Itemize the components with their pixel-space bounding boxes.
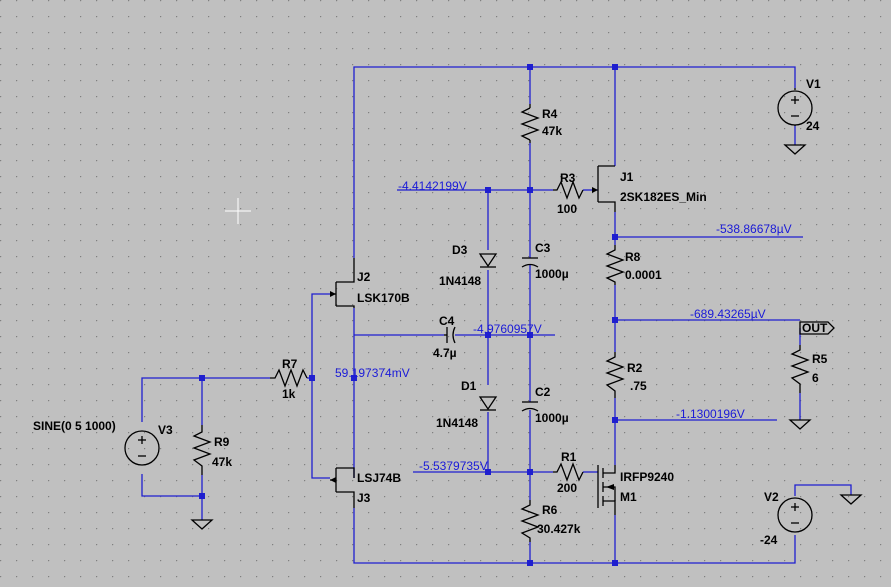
j3-symbol[interactable] bbox=[330, 467, 355, 508]
r5-ref: R5 bbox=[812, 352, 828, 366]
j1-symbol[interactable] bbox=[592, 165, 616, 212]
junctions bbox=[199, 64, 618, 566]
ground-icon bbox=[190, 519, 214, 530]
v2-symbol[interactable] bbox=[777, 497, 813, 533]
ground-icon bbox=[788, 419, 812, 430]
c3-symbol[interactable] bbox=[521, 257, 539, 268]
c3-ref: C3 bbox=[535, 241, 551, 255]
v3-value: SINE(0 5 1000) bbox=[33, 419, 116, 433]
m1-symbol[interactable] bbox=[597, 465, 616, 515]
node-voltage: -1.1300196V bbox=[676, 407, 745, 421]
r4-ref: R4 bbox=[542, 107, 558, 121]
ground-icon bbox=[783, 144, 807, 155]
j1-value: 2SK182ES_Min bbox=[620, 190, 707, 204]
r7-symbol[interactable] bbox=[270, 368, 308, 388]
v3-ref: V3 bbox=[158, 423, 173, 437]
r6-value: 30.427k bbox=[537, 522, 581, 536]
v2-value: -24 bbox=[760, 533, 778, 547]
r8-ref: R8 bbox=[625, 250, 641, 264]
j2-value: LSK170B bbox=[357, 291, 410, 305]
r7-ref: R7 bbox=[282, 357, 298, 371]
r1-symbol[interactable] bbox=[553, 462, 584, 482]
d3-symbol[interactable] bbox=[478, 253, 498, 268]
v2-ref: V2 bbox=[764, 490, 779, 504]
m1-value: IRFP9240 bbox=[620, 470, 674, 484]
node-voltage: -538.86678µV bbox=[716, 222, 792, 236]
r1-ref: R1 bbox=[561, 450, 577, 464]
node-voltage: -689.43265µV bbox=[690, 307, 766, 321]
r5-symbol[interactable] bbox=[790, 345, 810, 393]
d1-ref: D1 bbox=[461, 379, 477, 393]
m1-ref: M1 bbox=[620, 490, 637, 504]
wires bbox=[141, 66, 852, 564]
r9-value: 47k bbox=[212, 455, 232, 469]
d1-value: 1N4148 bbox=[436, 416, 478, 430]
node-voltage: -4.9760957V bbox=[473, 322, 542, 336]
c4-ref: C4 bbox=[439, 314, 455, 328]
c4-value: 4.7µ bbox=[433, 346, 457, 360]
v1-value: 24 bbox=[806, 119, 820, 133]
j3-ref: J3 bbox=[357, 491, 371, 505]
r6-symbol[interactable] bbox=[520, 500, 540, 542]
c2-ref: C2 bbox=[535, 385, 551, 399]
node-voltage-labels: -4.4142199V -4.9760957V -538.86678µV -68… bbox=[335, 179, 792, 473]
d3-value: 1N4148 bbox=[439, 274, 481, 288]
j2-symbol[interactable] bbox=[330, 258, 355, 308]
c3-value: 1000µ bbox=[535, 267, 569, 281]
v3-symbol[interactable] bbox=[124, 430, 160, 466]
node-voltage: -4.4142199V bbox=[398, 179, 467, 193]
ground-icon bbox=[839, 494, 863, 505]
r4-symbol[interactable] bbox=[520, 104, 540, 143]
v1-symbol[interactable] bbox=[777, 88, 813, 126]
c2-value: 1000µ bbox=[535, 411, 569, 425]
r2-value: .75 bbox=[630, 379, 647, 393]
j1-ref: J1 bbox=[620, 170, 634, 184]
node-voltage: 59.197374mV bbox=[335, 366, 410, 380]
v1-ref: V1 bbox=[806, 77, 821, 91]
component-labels: V1 24 V2 -24 V3 SINE(0 5 1000) R4 47k R3… bbox=[33, 77, 828, 547]
r2-symbol[interactable] bbox=[605, 352, 625, 398]
d1-symbol[interactable] bbox=[478, 396, 498, 411]
r2-ref: R2 bbox=[627, 361, 643, 375]
node-voltage: -5.5379735V bbox=[419, 459, 488, 473]
r1-value: 200 bbox=[557, 481, 577, 495]
j2-ref: J2 bbox=[357, 270, 371, 284]
r4-value: 47k bbox=[542, 124, 562, 138]
r7-value: 1k bbox=[282, 387, 296, 401]
r9-symbol[interactable] bbox=[192, 425, 212, 475]
crosshair-cursor-icon bbox=[225, 198, 251, 224]
d3-ref: D3 bbox=[452, 243, 468, 257]
r3-value: 100 bbox=[557, 202, 577, 216]
r8-symbol[interactable] bbox=[605, 245, 625, 285]
r6-ref: R6 bbox=[542, 503, 558, 517]
r8-value: 0.0001 bbox=[625, 268, 662, 282]
out-port[interactable]: OUT bbox=[799, 321, 835, 335]
r3-ref: R3 bbox=[560, 171, 576, 185]
j3-value: LSJ74B bbox=[357, 471, 401, 485]
r9-ref: R9 bbox=[214, 435, 230, 449]
c4-symbol[interactable] bbox=[444, 326, 456, 344]
r5-value: 6 bbox=[812, 371, 819, 385]
c2-symbol[interactable] bbox=[521, 401, 539, 412]
r3-symbol[interactable] bbox=[553, 180, 584, 200]
out-label: OUT bbox=[802, 321, 828, 335]
